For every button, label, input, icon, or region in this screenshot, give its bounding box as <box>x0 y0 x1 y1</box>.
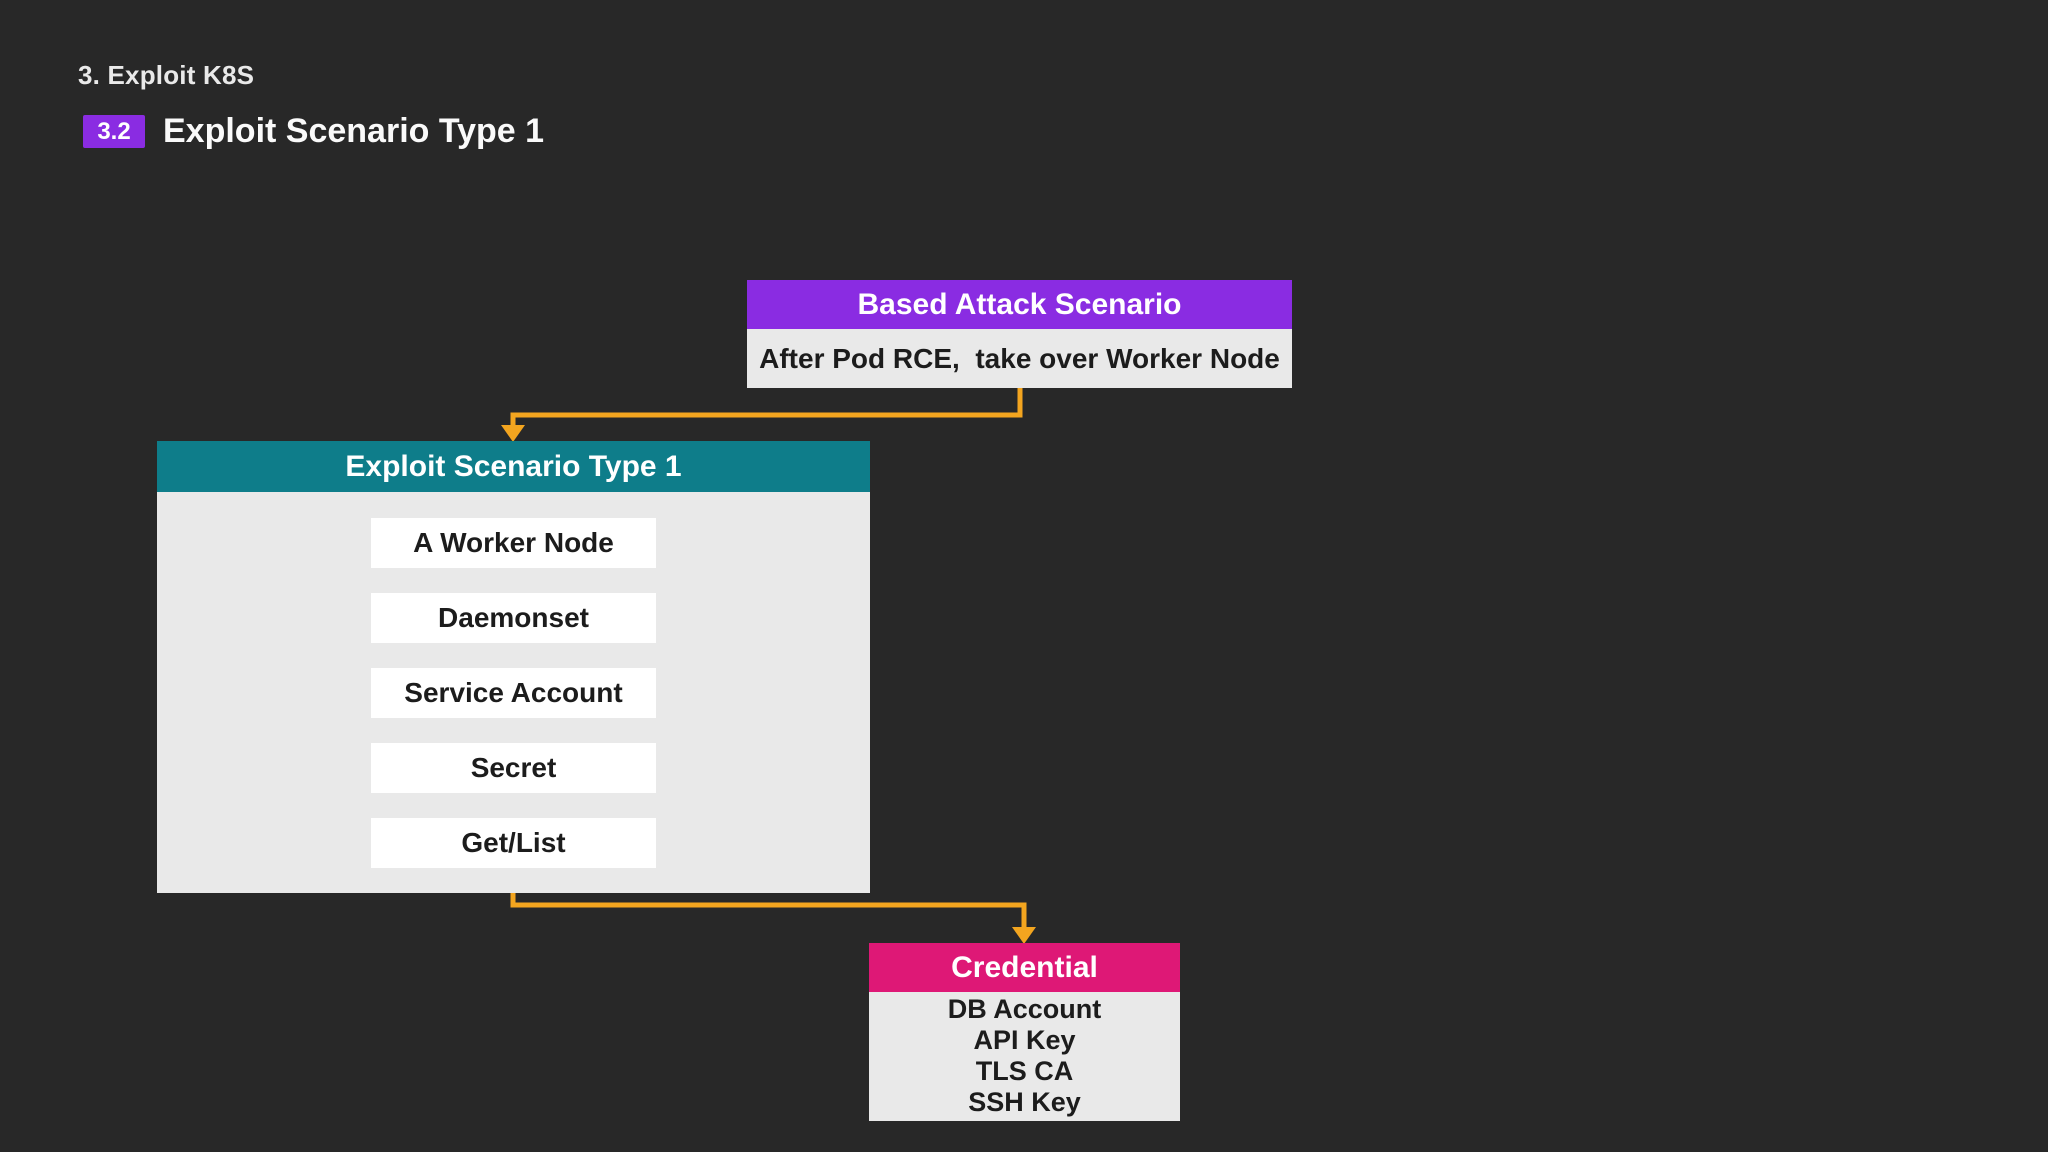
page-title: Exploit Scenario Type 1 <box>163 112 545 150</box>
credential-item-db-account: DB Account <box>947 993 1102 1024</box>
arrowhead-down-icon <box>1012 927 1036 944</box>
node-body-text: After Pod RCE, take over Worker Node <box>747 329 1292 388</box>
node-body: DB Account API Key TLS CA SSH Key <box>869 992 1180 1121</box>
credential-item-tls-ca: TLS CA <box>975 1055 1074 1086</box>
arrowhead-down-icon <box>501 425 525 442</box>
exploit-item-daemonset: Daemonset <box>371 593 656 643</box>
node-header: Credential <box>869 943 1180 992</box>
connector-based-to-exploit <box>501 388 1023 442</box>
credential-item-ssh-key: SSH Key <box>968 1086 1081 1117</box>
exploit-item-secret: Secret <box>371 743 656 793</box>
exploit-item-service-account: Service Account <box>371 668 656 718</box>
section-label: 3. Exploit K8S <box>78 60 255 90</box>
exploit-item-worker-node: A Worker Node <box>371 518 656 568</box>
node-header: Exploit Scenario Type 1 <box>157 441 870 492</box>
node-credential: Credential DB Account API Key TLS CA SSH… <box>869 943 1180 1121</box>
section-number-badge: 3.2 <box>83 115 145 148</box>
exploit-item-get-list: Get/List <box>371 818 656 868</box>
credential-item-api-key: API Key <box>973 1024 1076 1055</box>
node-body: A Worker Node Daemonset Service Account … <box>157 492 870 893</box>
node-header: Based Attack Scenario <box>747 280 1292 329</box>
node-exploit-scenario-type-1: Exploit Scenario Type 1 A Worker Node Da… <box>157 441 870 893</box>
node-based-attack-scenario: Based Attack Scenario After Pod RCE, tak… <box>747 280 1292 388</box>
